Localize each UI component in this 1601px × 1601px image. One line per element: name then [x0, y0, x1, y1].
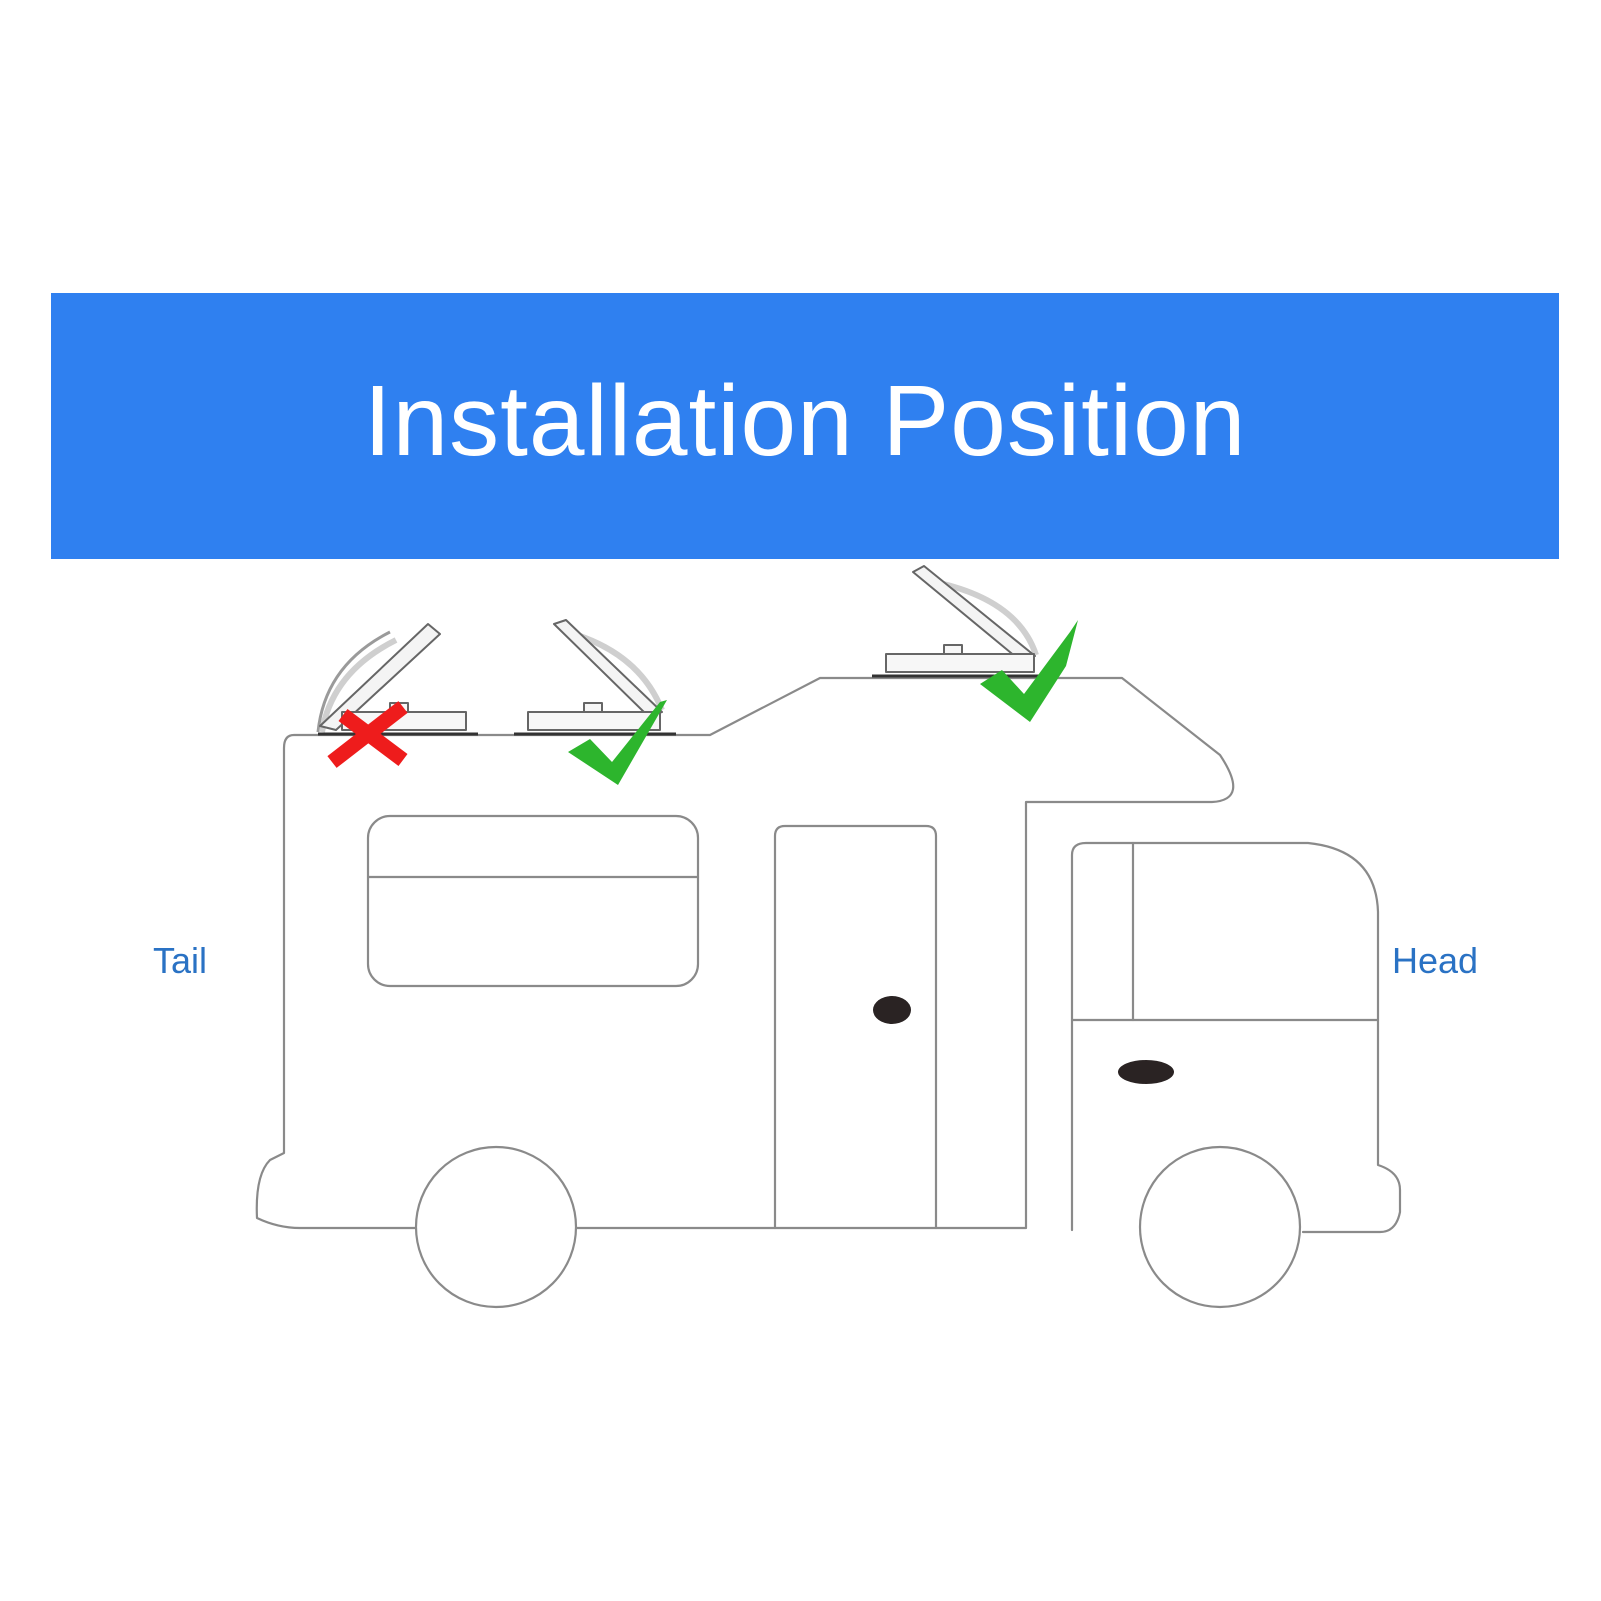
tail-label: Tail [153, 940, 208, 981]
middle-vent [514, 619, 676, 736]
page-title: Installation Position [363, 364, 1247, 477]
check-mark-icon [980, 620, 1078, 722]
rear-wheel [414, 1145, 578, 1309]
x-mark-icon [327, 701, 408, 768]
overcab-vent [872, 565, 1046, 678]
cab-door-handle [1118, 1060, 1174, 1084]
entry-door [773, 824, 938, 1230]
rear-vent [316, 623, 478, 736]
title-banner: Installation Position [51, 293, 1559, 559]
side-window [366, 814, 700, 988]
cab-outline [1070, 841, 1402, 1234]
front-wheel [1138, 1145, 1302, 1309]
rv-body-outline [255, 676, 1235, 1230]
head-label: Head [1392, 940, 1479, 981]
check-mark-icon [568, 700, 667, 785]
door-handle [873, 996, 911, 1024]
